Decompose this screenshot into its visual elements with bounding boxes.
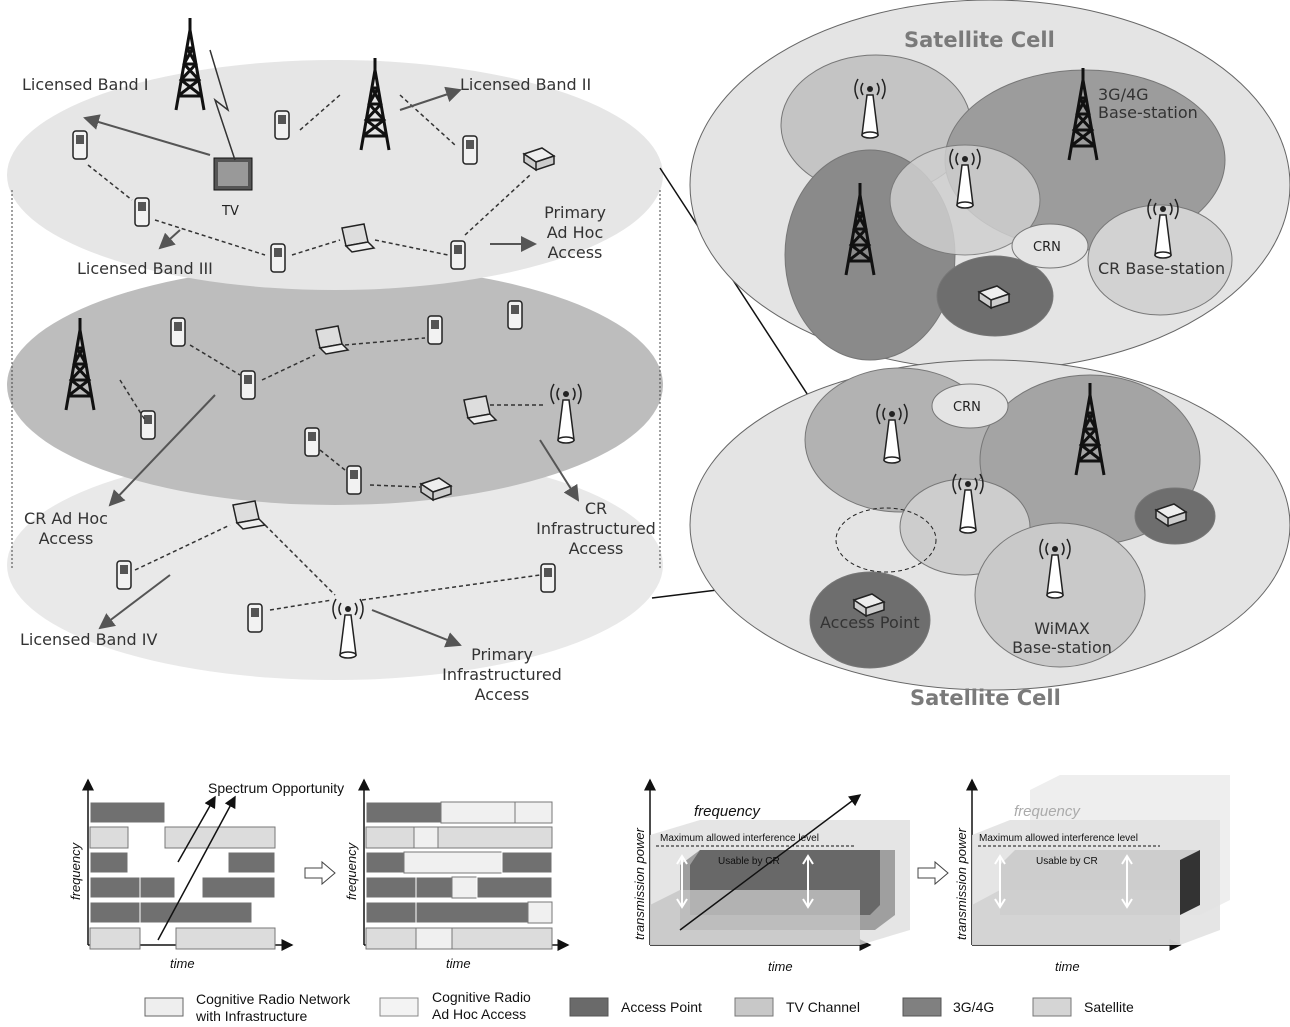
crn-bubble <box>931 383 1009 429</box>
phone-icon <box>507 300 523 330</box>
phone-icon <box>427 315 443 345</box>
phone-icon <box>72 130 88 160</box>
phone-icon <box>540 563 556 593</box>
transition-arrow-1 <box>304 860 336 886</box>
top-layer <box>7 60 663 290</box>
time-axis-label-3: time <box>768 959 793 974</box>
cr-ad-hoc-label: CR Ad Hoc Access <box>24 509 108 548</box>
phone-icon <box>304 427 320 457</box>
phone-icon <box>270 243 286 273</box>
svg-text:CR: CR <box>585 499 607 518</box>
phone-icon <box>274 110 290 140</box>
svg-text:3G/4G: 3G/4G <box>953 999 994 1015</box>
frequency-axis-label-2: frequency <box>344 841 359 900</box>
transition-arrow-2 <box>917 860 949 886</box>
legend-swatch-3g4g <box>902 997 942 1017</box>
svg-text:Access: Access <box>39 529 94 548</box>
svg-text:with Infrastructure: with Infrastructure <box>195 1008 307 1023</box>
licensed-band-3-label: Licensed Band III <box>77 259 213 278</box>
svg-text:Infrastructured: Infrastructured <box>442 665 562 684</box>
phone-icon <box>240 370 256 400</box>
bottom-layer-devices <box>98 500 556 659</box>
svg-text:Base-station: Base-station <box>1012 638 1112 657</box>
bottom-layer <box>7 450 663 680</box>
crn-label-2: CRN <box>953 400 981 415</box>
time-axis-label-4: time <box>1055 959 1080 974</box>
satellite-cell-bottom-label: Satellite Cell <box>910 686 1061 710</box>
wimax-label: WiMAX Base-station <box>1012 619 1112 657</box>
crn-bubble <box>1011 223 1089 269</box>
licensed-band-1-label: Licensed Band I <box>22 75 148 94</box>
svg-text:TV Channel: TV Channel <box>786 999 860 1015</box>
time-axis-label: time <box>170 956 195 971</box>
legend-swatch-cr-adhoc <box>379 997 419 1017</box>
cr-infra-label: CR Infrastructured Access <box>536 499 656 558</box>
svg-text:Access Point: Access Point <box>621 999 702 1015</box>
spectrum-opportunity-label: Spectrum Opportunity <box>208 780 344 796</box>
legend: Cognitive Radio Network with Infrastruct… <box>144 989 1134 1024</box>
primary-infra-label: Primary Infrastructured Access <box>442 645 562 704</box>
phone-icon <box>170 317 186 347</box>
crn-label-1: CRN <box>1033 240 1061 255</box>
legend-swatch-cr-infra <box>144 997 184 1017</box>
phone-icon <box>134 197 150 227</box>
power-panel-before <box>644 778 910 951</box>
svg-text:Satellite: Satellite <box>1084 999 1134 1015</box>
frequency-axis-label: frequency <box>68 841 83 900</box>
access-point-label: Access Point <box>820 613 920 632</box>
phone-icon <box>247 603 263 633</box>
satellite-cell-top-label: Satellite Cell <box>904 28 1055 52</box>
svg-text:Ad Hoc: Ad Hoc <box>547 223 604 242</box>
licensed-band-4-label: Licensed Band IV <box>20 630 157 649</box>
svg-text:WiMAX: WiMAX <box>1034 619 1090 638</box>
svg-text:Primary: Primary <box>471 645 533 664</box>
tv-label: TV <box>221 204 239 219</box>
left-layers <box>7 60 663 680</box>
max-interference-label-2: Maximum allowed interference level <box>979 833 1138 844</box>
licensed-band-2-label: Licensed Band II <box>460 75 591 94</box>
spectrum-panel-before <box>82 778 294 951</box>
legend-swatch-access-point <box>569 997 609 1017</box>
frequency-3d-label-faded: frequency <box>1014 803 1081 820</box>
frequency-3d-label: frequency <box>694 803 761 820</box>
usable-by-cr-label-2: Usable by CR <box>1036 856 1098 867</box>
svg-text:CR Ad Hoc: CR Ad Hoc <box>24 509 108 528</box>
cr-base-station-label: CR Base-station <box>1098 259 1225 278</box>
tv-tower-icon <box>174 16 206 112</box>
legend-swatch-satellite <box>1032 997 1072 1017</box>
svg-text:Access: Access <box>548 243 603 262</box>
transmission-power-axis-label-2: transmission power <box>954 827 969 940</box>
phone-icon <box>116 560 132 590</box>
power-panel-after <box>966 775 1230 951</box>
base-3g4g-label-2: Base-station <box>1098 103 1198 122</box>
svg-text:Cognitive Radio Network: Cognitive Radio Network <box>196 991 351 1007</box>
satellite-top <box>689 0 1290 371</box>
svg-text:Access: Access <box>475 685 530 704</box>
svg-text:Access: Access <box>569 539 624 558</box>
satellite-bottom <box>689 359 1290 691</box>
phone-icon <box>450 240 466 270</box>
primary-ad-hoc-label: Primary Ad Hoc Access <box>544 203 606 262</box>
usable-by-cr-label: Usable by CR <box>718 856 780 867</box>
transmission-power-axis-label: transmission power <box>632 827 647 940</box>
time-axis-label-2: time <box>446 956 471 971</box>
svg-text:Infrastructured: Infrastructured <box>536 519 656 538</box>
spectrum-panel-after <box>358 778 570 951</box>
base-3g4g-label: 3G/4G <box>1098 85 1149 104</box>
phone-icon <box>140 410 156 440</box>
svg-text:Ad Hoc Access: Ad Hoc Access <box>432 1006 526 1022</box>
max-interference-label: Maximum allowed interference level <box>660 833 819 844</box>
legend-swatch-tv <box>734 997 774 1017</box>
middle-layer-devices <box>64 300 582 507</box>
svg-text:Primary: Primary <box>544 203 606 222</box>
svg-text:Cognitive Radio: Cognitive Radio <box>432 989 531 1005</box>
phone-icon <box>346 465 362 495</box>
top-layer-devices <box>72 16 555 273</box>
middle-layer <box>7 265 663 505</box>
phone-icon <box>462 135 478 165</box>
